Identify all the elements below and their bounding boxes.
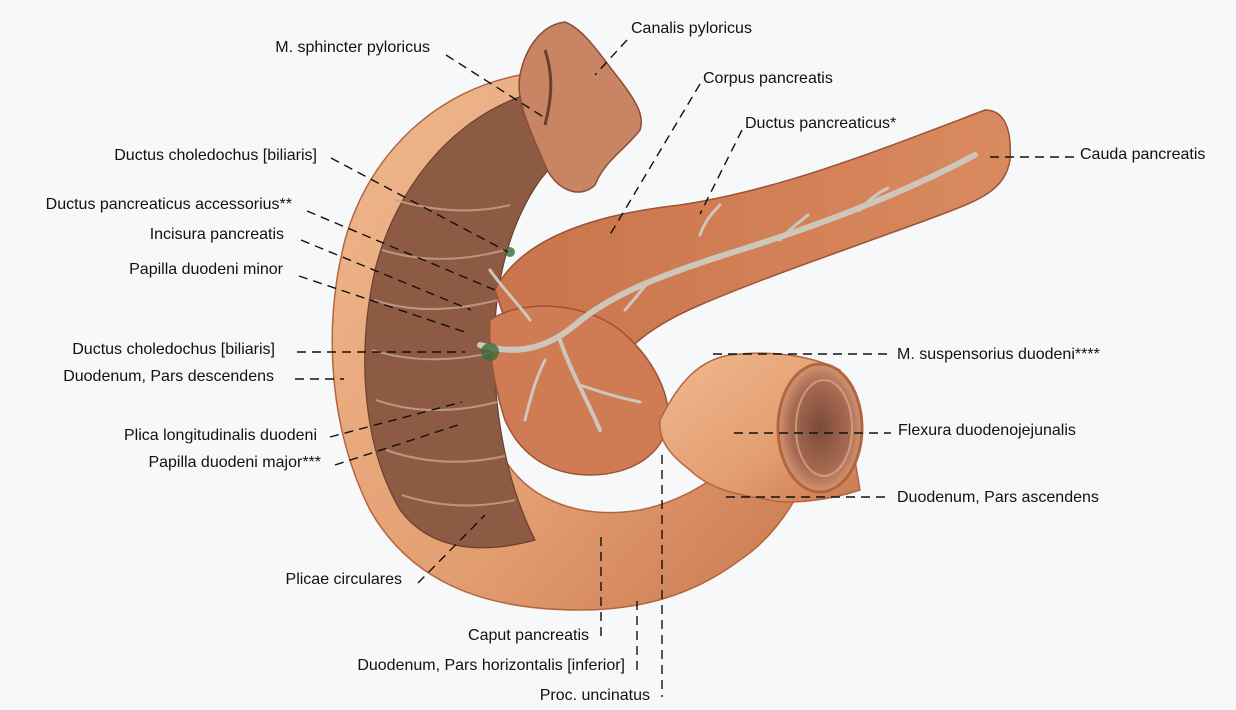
label-papilla-duodeni-major: Papilla duodeni major*** bbox=[148, 454, 321, 471]
leader-lines bbox=[295, 39, 1074, 697]
label-plicae-circulares: Plicae circulares bbox=[285, 571, 402, 588]
plicae-circulares bbox=[371, 199, 516, 507]
label-incisura-pancreatis: Incisura pancreatis bbox=[149, 226, 284, 243]
label-ductus-pancreaticus-accessorius: Ductus pancreaticus accessorius** bbox=[45, 196, 292, 213]
label-m-suspensorius-duodeni: M. suspensorius duodeni**** bbox=[897, 346, 1100, 363]
pancreatic-duct bbox=[477, 152, 978, 432]
duodenal-mucosa bbox=[364, 94, 602, 549]
label-duodenum-pars-descendens: Duodenum, Pars descendens bbox=[63, 368, 274, 385]
label-ductus-choledochus-lower: Ductus choledochus [biliaris] bbox=[72, 341, 275, 358]
label-flexura-duodenojejunalis: Flexura duodenojejunalis bbox=[898, 422, 1076, 439]
label-plica-longitudinalis: Plica longitudinalis duodeni bbox=[123, 427, 317, 444]
label-canalis-pyloricus: Canalis pyloricus bbox=[631, 20, 752, 37]
label-sphincter-pyloricus: M. sphincter pyloricus bbox=[275, 39, 430, 56]
label-duodenum-pars-horizontalis: Duodenum, Pars horizontalis [inferior] bbox=[357, 657, 625, 674]
label-papilla-duodeni-minor: Papilla duodeni minor bbox=[129, 261, 283, 278]
label-corpus-pancreatis: Corpus pancreatis bbox=[703, 70, 833, 87]
label-ductus-pancreaticus: Ductus pancreaticus* bbox=[745, 115, 897, 132]
label-caput-pancreatis: Caput pancreatis bbox=[468, 627, 589, 644]
label-duodenum-pars-ascendens: Duodenum, Pars ascendens bbox=[897, 489, 1099, 506]
jejunum-lumen bbox=[776, 362, 864, 494]
label-ductus-choledochus-upper: Ductus choledochus [biliaris] bbox=[114, 147, 317, 164]
label-proc-uncinatus: Proc. uncinatus bbox=[539, 687, 650, 704]
label-cauda-pancreatis: Cauda pancreatis bbox=[1080, 146, 1206, 163]
